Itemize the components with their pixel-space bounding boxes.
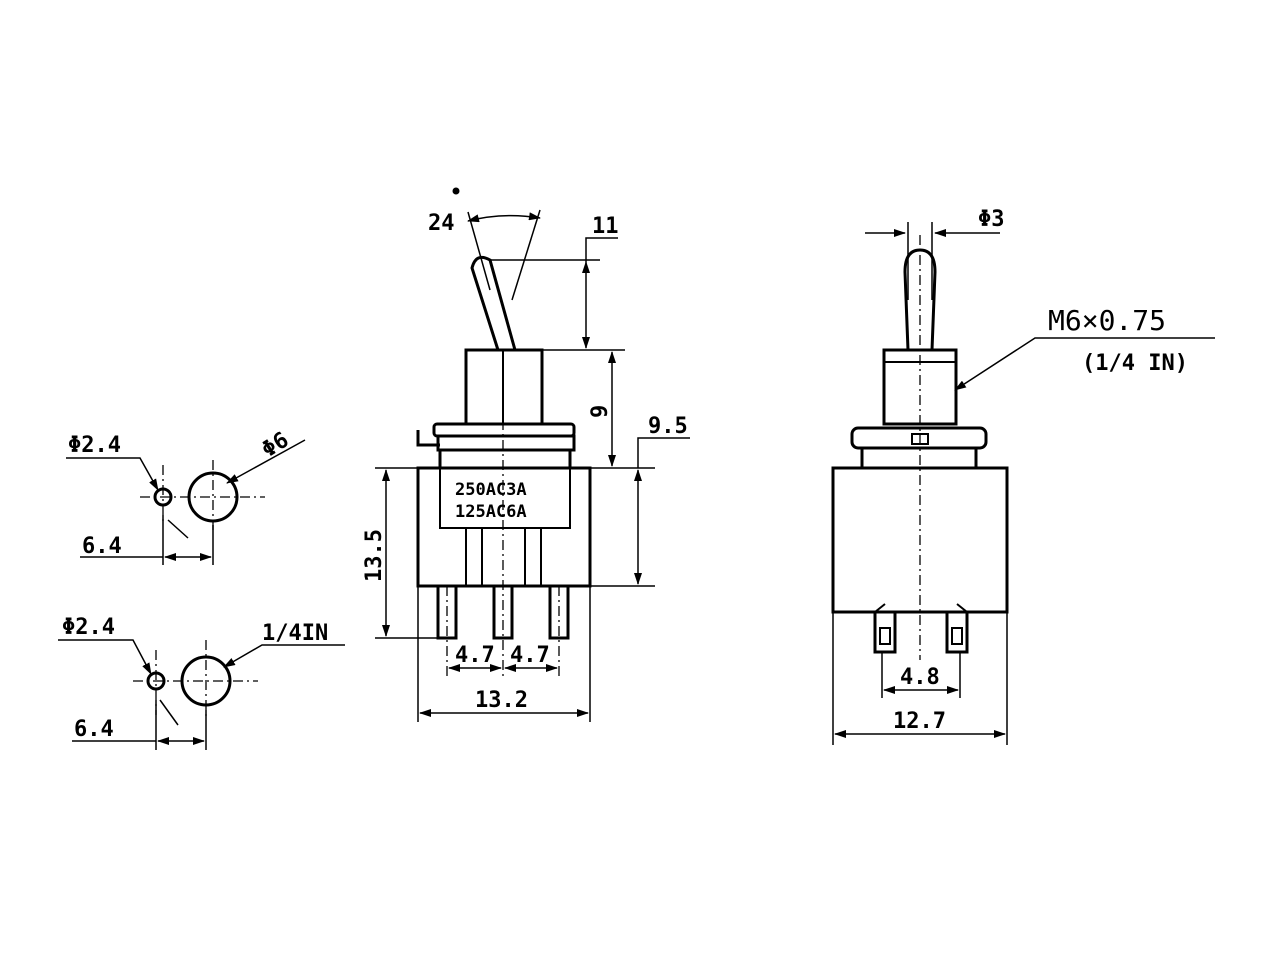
angle-dot <box>452 187 460 195</box>
thread-inch-label: (1/4 IN) <box>1082 351 1188 376</box>
front-terminal-left <box>873 610 897 654</box>
base-ring <box>438 448 572 470</box>
mounting-hole-detail-bottom: Φ2.4 1/4IN 6.4 <box>58 615 345 750</box>
front-pitch-label: 4.8 <box>900 665 940 690</box>
terminal-mid <box>492 584 514 640</box>
base-top-label: 9.5 <box>648 414 688 439</box>
pitch-left-label: 4.7 <box>455 643 495 668</box>
rating-250: 250AC3A <box>455 480 527 500</box>
bottom-quarter-label: 1/4IN <box>262 621 328 646</box>
front-width-label: 12.7 <box>893 709 946 734</box>
lock-tab <box>416 430 440 447</box>
bottom-offset-label: 6.4 <box>74 717 114 742</box>
nut <box>432 422 576 438</box>
side-view: 24 250AC3A 125AC6A 11 <box>362 187 690 722</box>
mounting-hole-detail-top: Φ2.4 Φ6 6.4 <box>66 428 306 565</box>
lever-length-label: 11 <box>592 214 619 239</box>
bottom-phi24-label: Φ2.4 <box>62 615 115 640</box>
toggle-lever <box>470 255 517 352</box>
front-base-ring <box>860 446 978 470</box>
washer <box>436 434 576 452</box>
top-offset-label: 6.4 <box>82 534 122 559</box>
front-body <box>831 466 1009 614</box>
front-view: Φ3 M6×0.75 (1/4 IN) 4.8 12.7 <box>831 207 1215 745</box>
rating-125: 125AC6A <box>455 502 527 522</box>
side-width-label: 13.2 <box>475 688 528 713</box>
top-phi6-label: Φ6 <box>258 428 294 463</box>
front-terminal-right <box>945 610 969 654</box>
bushing-height-label: 9 <box>588 405 613 418</box>
pitch-right-label: 4.7 <box>510 643 550 668</box>
phi3-label: Φ3 <box>978 207 1005 232</box>
top-phi24-label: Φ2.4 <box>68 433 121 458</box>
angle-label: 24 <box>428 211 455 236</box>
thread-label: M6×0.75 <box>1048 304 1166 337</box>
body-height-label: 13.5 <box>362 529 387 582</box>
